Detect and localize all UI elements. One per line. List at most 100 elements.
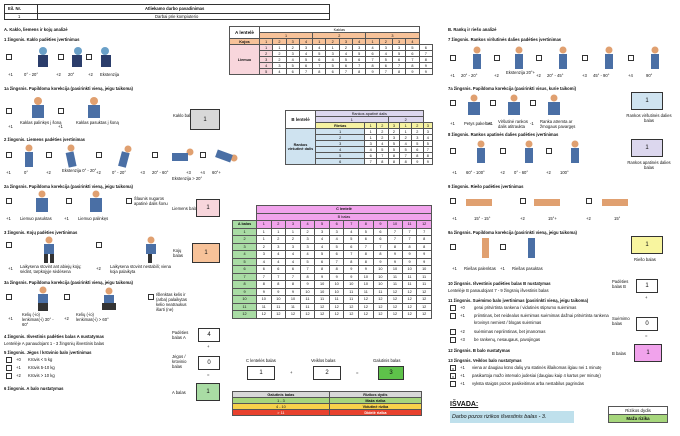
activity-checkbox-3[interactable] [450, 381, 456, 387]
neck-adj-checkbox-1[interactable] [6, 108, 12, 114]
step10-note: Lentelėje B panaudojant 7 - 9 žingsnių i… [448, 288, 549, 293]
table-c-cell: 12 [401, 295, 418, 304]
table-a-cell: 9 [405, 68, 420, 75]
table-c-cell: 5 [358, 227, 374, 236]
table-c-cell: 1 [285, 227, 301, 236]
trunk-adj-checkbox-2[interactable] [66, 198, 72, 204]
force-checkbox-2[interactable] [6, 365, 12, 371]
trunk-checkbox-5[interactable] [200, 152, 206, 158]
table-c-cell: 2 [256, 242, 272, 251]
trunk-adj-checkbox-1[interactable] [6, 198, 12, 204]
table-c-cell: 7 [270, 272, 287, 281]
legs-checkbox-2[interactable] [96, 242, 102, 248]
lower-checkbox-2[interactable] [500, 148, 506, 154]
table-c-cell: 5 [328, 242, 345, 251]
trunk-checkbox-4[interactable] [152, 152, 158, 158]
upper-checkbox-5[interactable] [628, 55, 634, 61]
wrist-checkbox-2[interactable] [520, 198, 526, 204]
table-c-row-head: 12 [232, 310, 257, 319]
legs-score-1: +1 [8, 266, 13, 271]
wrist-adj-checkbox-2[interactable] [500, 244, 506, 250]
grip-checkbox-2[interactable] [450, 313, 456, 319]
posture-a-label: Padėties balas A [172, 330, 189, 340]
header-num[interactable]: 1 [18, 14, 21, 19]
table-c-cell: 10 [387, 265, 403, 274]
wrist-score-box[interactable]: 1 [631, 236, 663, 254]
upper-checkbox-2[interactable] [494, 55, 500, 61]
upper-adj-checkbox-2[interactable] [490, 100, 496, 106]
table-c-cell: 8 [270, 280, 287, 289]
calc-final-box[interactable]: 3 [378, 366, 404, 380]
header-task[interactable]: Darbai prie kompiuterio [155, 14, 199, 19]
table-c-cell: 12 [372, 302, 389, 311]
trunk-checkbox-1[interactable] [6, 152, 12, 158]
step10-title: 10 žingsnis. Išvestinis padėties balas B… [448, 281, 551, 286]
legs-adj-checkbox-3[interactable] [148, 294, 154, 300]
grip-score-4: +3 [460, 337, 465, 342]
activity-checkbox-1[interactable]: x [450, 365, 456, 371]
neck-score-2: +2 [56, 72, 61, 77]
upper-checkbox-4[interactable] [582, 55, 588, 61]
legs-unilateral-icon [146, 236, 156, 263]
grip-checkbox-3[interactable] [450, 329, 456, 335]
wrist-checkbox-1[interactable] [450, 198, 456, 204]
trunk-checkbox-3[interactable] [96, 152, 102, 158]
upper-adj-checkbox-1[interactable] [450, 100, 456, 106]
lower-score-label: Rankos apatinės dalies balas [627, 160, 671, 170]
posture-a-box[interactable]: 4 [198, 328, 220, 342]
score-a-box[interactable]: 1 [196, 383, 220, 401]
upper-checkbox-1[interactable] [450, 55, 456, 61]
table-c-cell: 4 [285, 250, 301, 259]
posture-b-box[interactable]: 1 [636, 279, 658, 293]
upper-arm-90-icon [605, 46, 613, 69]
force-score-box[interactable]: 0 [198, 356, 220, 370]
table-c-cell: 12 [328, 310, 345, 319]
grip-score-box[interactable]: 0 [636, 317, 658, 331]
legs-adj-score-2: +2 [64, 316, 69, 321]
table-c-cell: 10 [401, 265, 418, 274]
wrist-checkbox-3[interactable] [586, 198, 592, 204]
table-c-cell: 12 [387, 310, 403, 319]
table-c-cell: 1 [270, 227, 287, 236]
upper-checkbox-3[interactable] [536, 55, 542, 61]
force-score-2: +1 [16, 365, 21, 370]
trunk-adj-checkbox-3[interactable] [126, 198, 132, 204]
grip-checkbox-4[interactable] [450, 337, 456, 343]
lower-score-box[interactable]: 1 [631, 139, 663, 157]
upper-adj-checkbox-3[interactable] [530, 100, 536, 106]
step6-title: 6 žingsnis. A balo nustatymas [4, 386, 64, 391]
table-c-cell: 8 [343, 257, 360, 266]
trunk-adj-score-1: +1 [6, 216, 11, 221]
table-a-title: A lentelė [229, 26, 260, 39]
table-c-cell: 4 [256, 257, 272, 266]
lower-checkbox-1[interactable] [450, 148, 456, 154]
activity-checkbox-2[interactable]: x [450, 373, 456, 379]
lower-score-2: +2 [500, 170, 505, 175]
calc-c-box[interactable]: 1 [247, 366, 275, 380]
table-c-cell: 10 [328, 287, 345, 296]
trunk-checkbox-2[interactable] [46, 152, 52, 158]
neck-checkbox-1[interactable] [6, 54, 12, 60]
grip-checkbox-1[interactable] [450, 305, 456, 311]
neck-adj-checkbox-2[interactable] [58, 108, 64, 114]
table-b-cell: 7 [364, 158, 378, 165]
force-checkbox-1[interactable] [6, 357, 12, 363]
legs-adj-checkbox-1[interactable] [6, 294, 12, 300]
legs-checkbox-1[interactable] [6, 242, 12, 248]
upper-score-box[interactable]: 1 [631, 92, 663, 110]
calc-activity-box[interactable]: 2 [313, 366, 341, 380]
legs-adj-checkbox-2[interactable] [64, 294, 70, 300]
neck-checkbox-3[interactable] [86, 54, 92, 60]
legs-score-box[interactable]: 1 [192, 243, 220, 263]
neck-checkbox-2[interactable] [58, 54, 64, 60]
table-c-cell: 3 [256, 250, 272, 259]
force-checkbox-3[interactable] [6, 373, 12, 379]
wrist-adj-checkbox-1[interactable] [450, 244, 456, 250]
table-c-cell: 7 [285, 272, 301, 281]
trunk-score-box[interactable]: 1 [196, 199, 220, 217]
lower-checkbox-3[interactable] [546, 148, 552, 154]
neck-score-box[interactable]: 1 [190, 109, 220, 130]
table-c-cell: 12 [401, 302, 418, 311]
score-b-box[interactable]: 1 [634, 344, 662, 362]
